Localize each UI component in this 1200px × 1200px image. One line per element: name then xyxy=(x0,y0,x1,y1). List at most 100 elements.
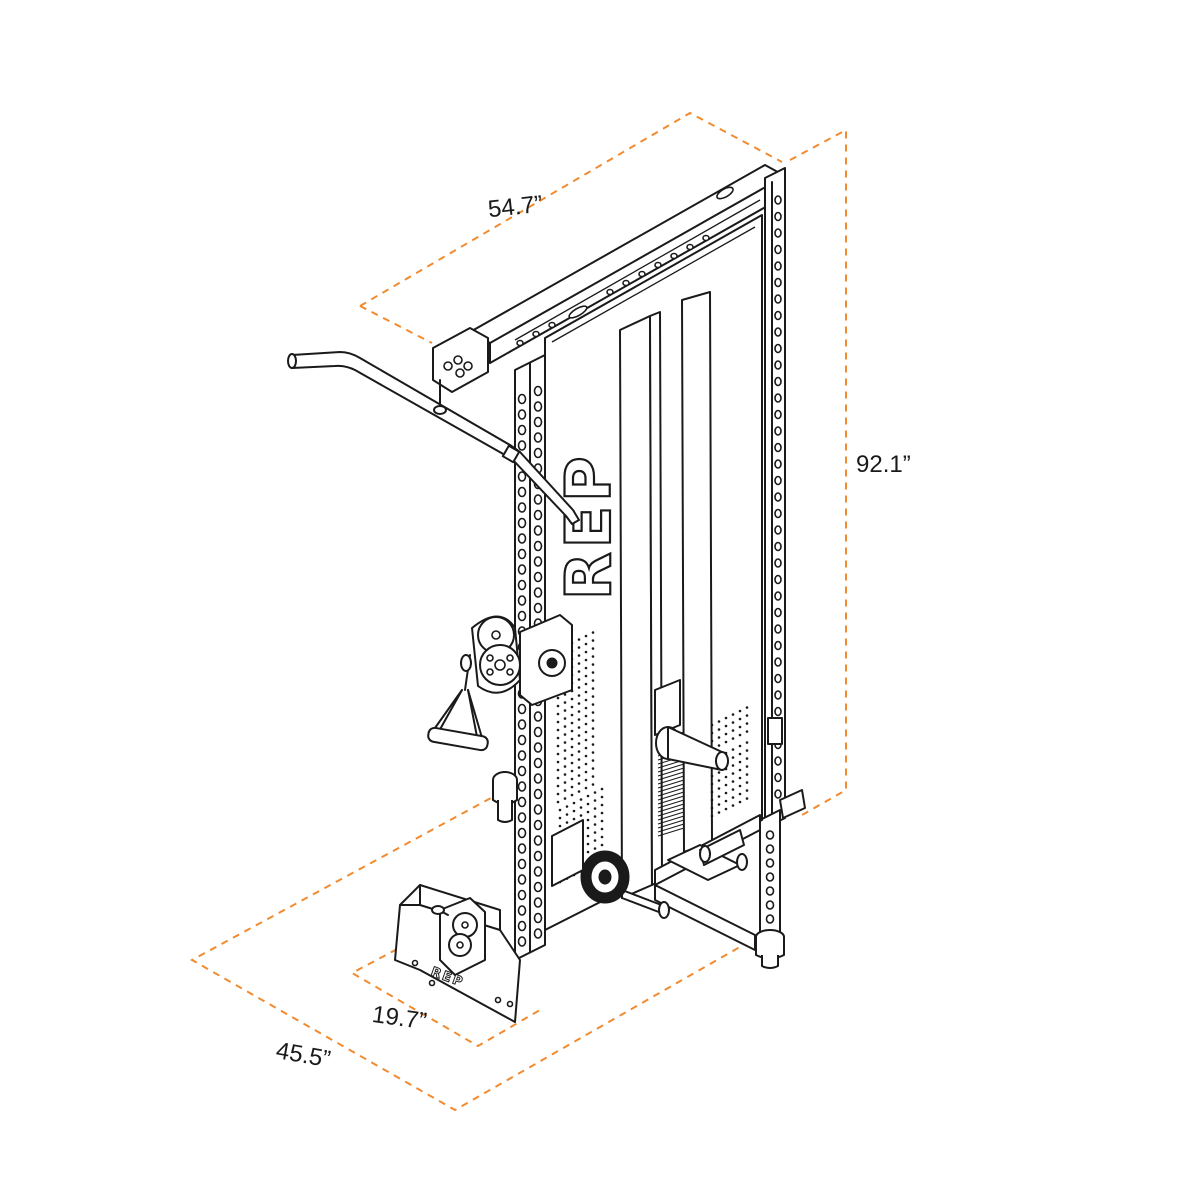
stack-plate xyxy=(657,819,685,829)
upright-hole xyxy=(774,459,782,469)
perforation-dot xyxy=(717,728,721,731)
perforation-dot xyxy=(563,765,567,768)
leg-hole xyxy=(765,830,775,840)
upright-hole xyxy=(517,533,527,544)
upright-hole xyxy=(517,781,527,792)
perforation-dot xyxy=(556,704,560,708)
perforation-dot xyxy=(745,757,749,760)
upright-hole xyxy=(517,812,527,823)
perforation-dot xyxy=(586,802,590,806)
perforation-dot xyxy=(570,753,574,757)
perforation-dot xyxy=(584,658,588,662)
perforation-dot xyxy=(717,720,721,723)
perforation-dot xyxy=(570,745,574,749)
stack-plate xyxy=(657,771,685,781)
upright-hole xyxy=(533,897,543,908)
upright-hole xyxy=(774,195,782,205)
perforation-dot xyxy=(738,752,742,756)
perforation-dot xyxy=(745,730,749,733)
upright-hole xyxy=(533,540,543,552)
perforation-dot xyxy=(577,678,581,681)
perforation-dot xyxy=(579,798,583,801)
perforation-dot xyxy=(717,803,721,806)
perforation-dot xyxy=(570,785,574,789)
upright-hole xyxy=(774,673,782,684)
upright-hole xyxy=(533,788,543,800)
perforation-dot xyxy=(600,827,604,831)
leg-hole xyxy=(765,886,775,896)
perforation-dot xyxy=(591,735,595,738)
perforation-dot xyxy=(591,655,595,658)
perforation-dot xyxy=(731,796,735,799)
leg-hole xyxy=(765,914,775,924)
perforation-dot xyxy=(593,799,597,802)
perforation-dot xyxy=(586,826,590,830)
perforation-dot xyxy=(556,776,560,780)
perforation-dot xyxy=(738,776,742,780)
stack-plate xyxy=(657,811,685,821)
perforation-dot xyxy=(593,831,597,834)
upright-hole xyxy=(774,327,782,337)
upright-hole xyxy=(533,509,543,521)
leg-hole xyxy=(765,844,775,854)
perforation-dot xyxy=(586,850,590,854)
perforation-dot xyxy=(577,646,581,649)
perforation-dot xyxy=(565,821,569,824)
stack-plate xyxy=(657,795,685,805)
upright-hole xyxy=(533,571,543,583)
upright-hole xyxy=(517,703,527,715)
upright-hole xyxy=(774,426,782,436)
beam-holes xyxy=(516,186,734,347)
perforation-dot xyxy=(717,779,721,782)
leg-hole xyxy=(765,872,775,882)
perforation-dot xyxy=(593,791,597,794)
perforation-dot xyxy=(570,761,574,765)
upright-hole xyxy=(774,211,782,222)
perforation-dot xyxy=(563,781,567,784)
perforation-dot xyxy=(593,847,597,850)
perforation-dot xyxy=(731,780,735,783)
perforation-dot xyxy=(591,759,595,762)
perforation-dot xyxy=(584,674,588,678)
perforation-dot xyxy=(600,835,604,839)
perforation-dot xyxy=(591,671,595,674)
perforation-dot xyxy=(710,731,714,735)
perforation-dot xyxy=(556,752,560,756)
perforation-dot xyxy=(570,705,574,709)
upright-hole xyxy=(517,765,527,777)
upright-hole xyxy=(774,541,782,552)
dimension-label-depth: 45.5” xyxy=(274,1037,333,1073)
stack-plate xyxy=(657,807,685,817)
perforation-dot xyxy=(591,695,595,698)
perforation-dot xyxy=(731,729,735,732)
perforation-dot xyxy=(717,771,721,774)
foot-plate xyxy=(394,884,521,1023)
upright-hole xyxy=(517,874,527,885)
perforation-dot xyxy=(600,819,604,823)
left-bumper xyxy=(492,771,518,823)
perforation-dot xyxy=(710,798,714,802)
perforation-dot xyxy=(584,762,588,766)
perforation-dot xyxy=(556,768,560,772)
upright-hole xyxy=(774,657,782,667)
upright-hole xyxy=(533,432,543,443)
perforation-dot xyxy=(745,722,749,725)
perforation-dot xyxy=(584,754,588,758)
upright-hole xyxy=(517,548,527,560)
perforation-dot xyxy=(570,769,574,773)
perforation-dot xyxy=(577,654,581,657)
perforation-dot xyxy=(600,811,604,815)
perforation-dot xyxy=(591,751,595,754)
upright-hole xyxy=(517,595,527,606)
perforation-dot xyxy=(724,791,728,795)
upright-hole xyxy=(533,850,543,862)
perforation-dot xyxy=(577,710,581,713)
perforation-dot xyxy=(731,713,735,716)
upright-hole xyxy=(533,556,543,567)
upright-hole xyxy=(517,486,527,498)
upright-hole xyxy=(774,640,782,651)
perforation-dot xyxy=(570,793,574,797)
perforation-dot xyxy=(717,736,721,739)
perforation-dot xyxy=(591,663,595,666)
perforation-dot xyxy=(584,690,588,694)
